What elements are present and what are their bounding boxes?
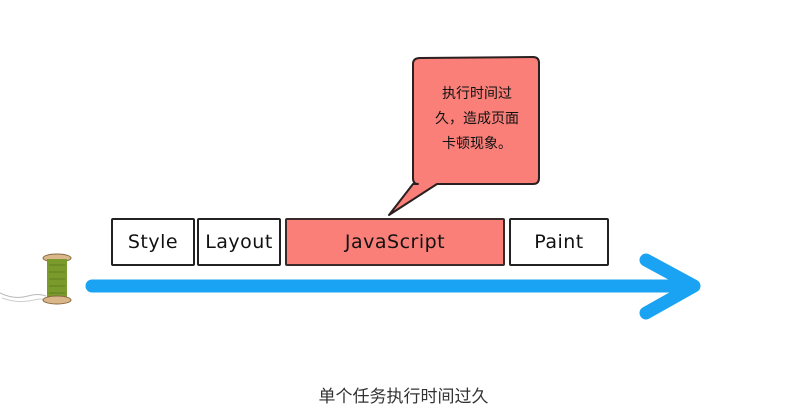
task-box-style: Style — [111, 218, 195, 266]
thread-spool-icon — [0, 253, 72, 305]
task-box-javascript: JavaScript — [285, 218, 505, 266]
task-box-layout: Layout — [197, 218, 281, 266]
callout-text: 执行时间过 久，造成页面 卡顿现象。 — [421, 82, 533, 157]
callout-bubble — [388, 56, 540, 216]
diagram-caption: 单个任务执行时间过久 — [318, 387, 489, 407]
callout-line: 久，造成页面 — [435, 111, 519, 127]
task-box-paint: Paint — [509, 218, 609, 266]
callout-line: 卡顿现象。 — [442, 136, 512, 152]
callout-line: 执行时间过 — [442, 86, 512, 102]
timeline-arrow — [85, 253, 701, 320]
